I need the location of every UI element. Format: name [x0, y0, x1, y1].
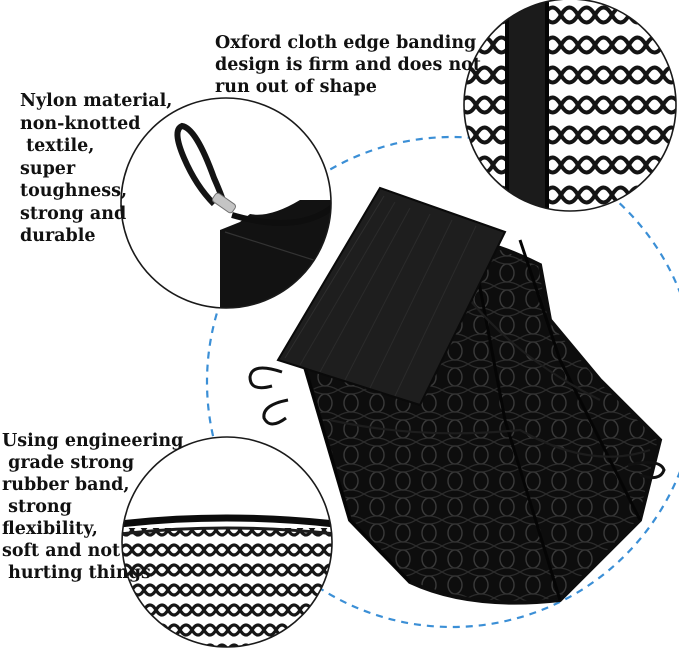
detail-circle-banding — [463, 0, 677, 212]
callout-oxford-banding: Oxford cloth edge banding design is firm… — [215, 33, 481, 97]
detail-rubber-band — [122, 437, 332, 647]
hook-icon — [248, 366, 666, 480]
metal-clip-icon — [211, 192, 237, 214]
dashed-ring — [205, 135, 679, 629]
callout-rubber-band: Using engineering grade strong rubber ba… — [2, 431, 184, 583]
detail-banding — [464, 0, 676, 211]
detail-circle-rubber — [121, 436, 333, 648]
callout-nylon-material: Nylon material, non-knotted textile, sup… — [20, 91, 173, 246]
detail-circle-nylon — [120, 97, 332, 309]
oxford-banding — [276, 186, 507, 407]
detail-nylon-loop — [121, 98, 331, 308]
cargo-net-pouch — [248, 186, 666, 605]
